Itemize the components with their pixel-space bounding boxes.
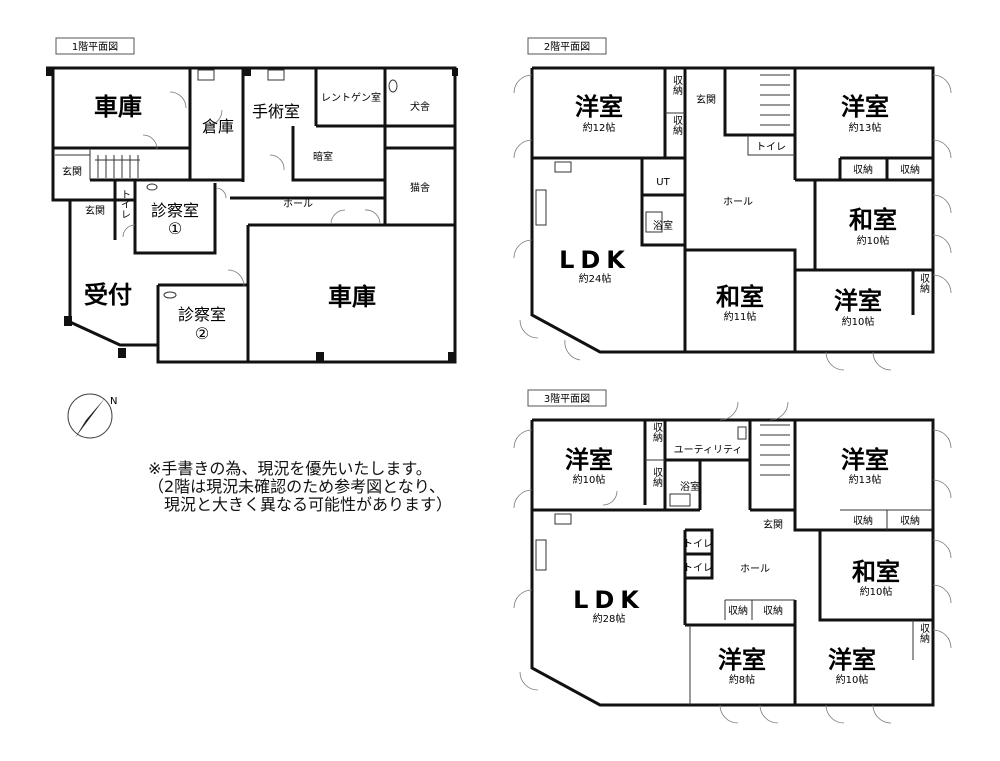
floor3-w2-size: 約13帖	[849, 473, 882, 486]
floor3-stor5-label: 収納	[728, 604, 748, 617]
floor2-j1-size: 約10帖	[857, 234, 890, 247]
floor1-garage-b-label: 車庫	[328, 283, 376, 311]
floor1-exam2-label: 診察室	[178, 305, 226, 324]
floor3-hall-label: ホール	[740, 563, 770, 575]
floor1-toilet-label: トイレ	[119, 189, 131, 219]
floor1-exam1-number: ①	[168, 219, 182, 238]
floor3-stor7-label: 収納	[918, 623, 930, 644]
floor3-w4-size: 約10帖	[836, 673, 869, 686]
floor1-dog-label: 犬舎	[410, 100, 430, 113]
floor2-stor5-label: 収納	[918, 273, 930, 294]
floor2-stor3-label: 収納	[853, 163, 873, 176]
floor2-w1-label: 洋室	[575, 93, 623, 121]
floor2-entrance-label: 玄関	[696, 93, 716, 106]
floor1-exam2-number: ②	[195, 324, 209, 343]
floor2-ldk-size: 約24帖	[579, 272, 612, 285]
floor3-ldk-label: LDK	[573, 586, 645, 614]
floor3-plan: 3階平面図 洋室 約10帖 収納 収納 ユーティリティ 浴室 洋室 約13帖 収…	[513, 389, 952, 724]
floor2-w2-size: 約13帖	[849, 121, 882, 134]
floor3-w1-label: 洋室	[565, 446, 613, 474]
floor2-w3-size: 約10帖	[842, 315, 875, 328]
floor3-utility-label: ユーティリティ	[674, 445, 743, 456]
floor2-ut-label: UT	[656, 177, 670, 188]
floor1-plan: 1階平面図 車庫 倉庫 手術室 レントゲン室 犬舎 玄関 暗室 猫舎 玄関 トイ…	[46, 37, 458, 364]
floor1-exam1-label: 診察室	[151, 201, 199, 220]
floor2-hall-label: ホール	[723, 196, 753, 208]
floor3-stor1-label: 収納	[651, 422, 663, 443]
floor3-w1-size: 約10帖	[573, 473, 606, 486]
floor2-ldk-label: LDK	[559, 246, 631, 274]
floor1-xray-label: レントゲン室	[321, 91, 381, 104]
floor3-tag: 3階平面図	[544, 393, 590, 405]
floor3-bath-label: 浴室	[680, 480, 700, 493]
floor2-bath-label: 浴室	[653, 219, 673, 232]
floor2-stor4-label: 収納	[900, 163, 920, 176]
floor2-stor1-label: 収納	[671, 75, 683, 96]
floor3-j1-label: 和室	[852, 558, 900, 586]
floor3-toilet2-label: トイレ	[683, 563, 713, 574]
floor1-hall-label: ホール	[283, 198, 313, 210]
floor2-w2-label: 洋室	[841, 93, 889, 121]
floor3-stor3-label: 収納	[853, 514, 873, 527]
floor1-reception-label: 受付	[84, 281, 132, 309]
compass-icon: N	[67, 393, 117, 439]
floor1-outer-wall	[46, 66, 457, 364]
floor3-w2-label: 洋室	[841, 446, 889, 474]
floor2-tag: 2階平面図	[544, 41, 590, 53]
floor2-w1-size: 約12帖	[583, 121, 616, 134]
compass-label: N	[110, 396, 117, 407]
floor3-w4-label: 洋室	[828, 646, 876, 674]
floor3-toilet1-label: トイレ	[683, 539, 713, 550]
floor2-toilet-label: トイレ	[756, 142, 786, 153]
floor2-plan: 2階平面図 洋室 約12帖 収納 収納 玄関 洋室 約13帖 トイレ 収納 収納…	[513, 37, 952, 371]
floor3-entrance-label: 玄関	[763, 518, 783, 531]
floor1-garage-a-label: 車庫	[94, 93, 142, 121]
floor3-w3-label: 洋室	[718, 646, 766, 674]
floor3-stor4-label: 収納	[900, 514, 920, 527]
floor3-j1-size: 約10帖	[860, 585, 893, 598]
floor1-cat-label: 猫舎	[410, 181, 430, 194]
floor1-storage-label: 倉庫	[202, 117, 234, 136]
floor1-tag: 1階平面図	[72, 41, 118, 53]
floor1-entrance-a-label: 玄関	[62, 165, 82, 178]
floor1-tag-box	[55, 37, 135, 55]
floor2-j1-label: 和室	[849, 206, 897, 234]
floor3-stor2-label: 収納	[651, 467, 663, 488]
floor3-ldk-size: 約28帖	[593, 612, 626, 625]
floor2-w3-label: 洋室	[834, 287, 882, 315]
floor1-darkroom-label: 暗室	[313, 150, 333, 163]
floor2-j2-label: 和室	[716, 283, 764, 311]
floor3-w3-size: 約8帖	[729, 673, 755, 686]
floor2-stor2-label: 収納	[671, 115, 683, 136]
floor3-stor6-label: 収納	[763, 604, 783, 617]
floor1-entrance-b-label: 玄関	[85, 204, 105, 217]
floor1-surgery-label: 手術室	[252, 102, 300, 121]
floor2-j2-size: 約11帖	[724, 310, 757, 323]
handwritten-note: ※手書きの為、現況を優先いたします。 （2階は現況未確認のため参考図となり、 現…	[148, 459, 453, 514]
